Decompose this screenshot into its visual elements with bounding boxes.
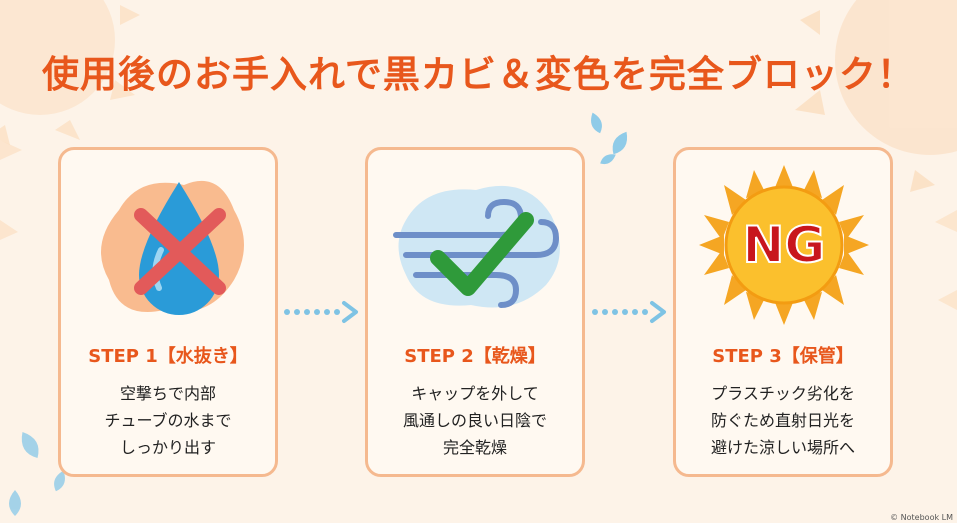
sun-decoration-left [0, 140, 22, 240]
step-description-line: 防ぐため直射日光を [710, 411, 855, 430]
wind-check-icon [393, 185, 560, 308]
water-splash-decoration-bottom [9, 432, 65, 516]
step-description-line: チューブの水まで [104, 411, 232, 430]
ng-badge: NG [743, 216, 826, 274]
dotted-arrow-icon [284, 301, 358, 323]
step-card-2: STEP 2【乾燥】 キャップを外して 風通しの良い日陰で 完全乾燥 [365, 147, 585, 477]
sun-decoration-right [935, 210, 957, 310]
sun-decoration-top-left [0, 0, 140, 145]
step-card-3: NG STEP 3【保管】 プラスチック劣化を 防ぐため直射日光を 避けた涼しい… [673, 147, 893, 477]
step-description-line: キャップを外して [411, 384, 539, 403]
page-title: 使用後のお手入れで黒カビ＆変色を完全ブロック！ [42, 53, 915, 96]
water-splash-decoration [591, 112, 628, 165]
step-description: プラスチック劣化を 防ぐため直射日光を 避けた涼しい場所へ [676, 380, 890, 461]
dotted-arrow-icon [592, 301, 666, 323]
sun-ng-icon: NG [699, 165, 869, 325]
water-drop-x-icon [101, 180, 244, 315]
step-card-1: STEP 1【水抜き】 空撃ちで内部 チューブの水まで しっかり出す [58, 147, 278, 477]
step-description: 空撃ちで内部 チューブの水まで しっかり出す [61, 380, 275, 461]
step-description: キャップを外して 風通しの良い日陰で 完全乾燥 [368, 380, 582, 461]
step-title: STEP 1【水抜き】 [88, 346, 248, 367]
step-description-line: 風通しの良い日陰で [402, 411, 547, 430]
step-description-line: 完全乾燥 [442, 438, 507, 457]
step-description-line: 空撃ちで内部 [119, 384, 216, 403]
step-description-line: 避けた涼しい場所へ [710, 438, 855, 457]
step-description-line: しっかり出す [119, 438, 216, 457]
credit-text: © Notebook LM [890, 513, 953, 522]
step-description-line: プラスチック劣化を [711, 384, 855, 403]
step-title: STEP 3【保管】 [712, 346, 854, 367]
step-title: STEP 2【乾燥】 [404, 346, 546, 367]
